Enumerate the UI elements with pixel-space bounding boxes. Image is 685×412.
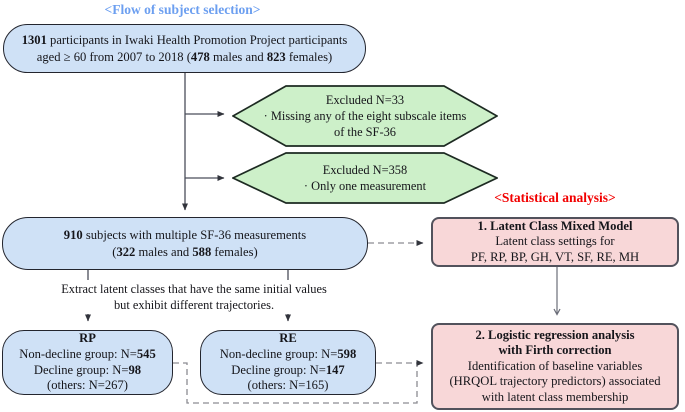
re-line-3: (others: N=165)	[247, 378, 329, 393]
analysis2-line-4: (HRQOL trajectory predictors) associated	[449, 374, 661, 389]
re-title: RE	[279, 331, 297, 346]
hexagon-excluded-missing-items: Excluded N=33 · Missing any of the eight…	[232, 85, 498, 147]
re-line-1: Non-decline group: N=598	[219, 346, 357, 361]
dashed-path-rp-to-analysis2	[173, 362, 418, 404]
hexagon-shape	[232, 152, 498, 204]
box-subjects-910: 910 subjects with multiple SF-36 measure…	[2, 217, 368, 270]
participants-line-1: 1301 participants in Iwaki Health Promot…	[21, 32, 348, 47]
re-line-2: Decline group: N=147	[231, 362, 345, 377]
subjects-line-1: 910 subjects with multiple SF-36 measure…	[63, 227, 307, 242]
caption-line-2: but exhibit different trajectories.	[113, 298, 275, 312]
rp-line-3: (others: N=267)	[47, 378, 128, 393]
rp-line-1: Non-decline group: N=545	[19, 346, 156, 361]
analysis2-title-1: 2. Logistic regression analysis	[475, 327, 635, 342]
rp-line-2: Decline group: N=98	[33, 362, 142, 377]
box-re-groups: RE Non-decline group: N=598 Decline grou…	[200, 330, 376, 395]
caption-line-1: Extract latent classes that have the sam…	[61, 282, 327, 296]
subjects-line-2: (322 males and 588 females)	[112, 244, 258, 259]
rp-title: RP	[79, 331, 96, 346]
hexagon-shape	[232, 85, 498, 147]
statistical-analysis-heading: <Statistical analysis>	[494, 190, 616, 205]
analysis1-line-2: Latent class settings for	[495, 234, 615, 249]
box-rp-groups: RP Non-decline group: N=545 Decline grou…	[2, 330, 173, 395]
excluded1-line-1: Excluded N=33	[325, 93, 405, 107]
box-latent-class-mixed-model: 1. Latent Class Mixed Model Latent class…	[431, 217, 679, 267]
excluded2-line-2: · Only one measurement	[303, 179, 427, 193]
excluded1-line-3: of the SF-36	[334, 125, 396, 139]
extract-latent-classes-caption: Extract latent classes that have the sam…	[50, 280, 338, 314]
analysis2-title-2: with Firth correction	[498, 343, 612, 358]
analysis2-line-3: Identification of baseline variables	[467, 358, 643, 373]
analysis1-title: 1. Latent Class Mixed Model	[477, 218, 633, 233]
analysis2-line-5: with latent class membership	[481, 389, 629, 404]
box-logistic-regression: 2. Logistic regression analysis with Fir…	[431, 323, 679, 410]
participants-line-2: aged ≥ 60 from 2007 to 2018 (478 males a…	[36, 49, 333, 64]
excluded1-line-2: · Missing any of the eight subscale item…	[263, 109, 467, 123]
hexagon-excluded-one-measurement: Excluded N=358 · Only one measurement	[232, 152, 498, 204]
excluded2-line-1: Excluded N=358	[322, 163, 408, 177]
flow-selection-heading: <Flow of subject selection>	[104, 2, 261, 17]
box-participants-1301: 1301 participants in Iwaki Health Promot…	[3, 24, 366, 73]
analysis1-line-3: PF, RP, BP, GH, VT, SF, RE, MH	[470, 249, 640, 264]
